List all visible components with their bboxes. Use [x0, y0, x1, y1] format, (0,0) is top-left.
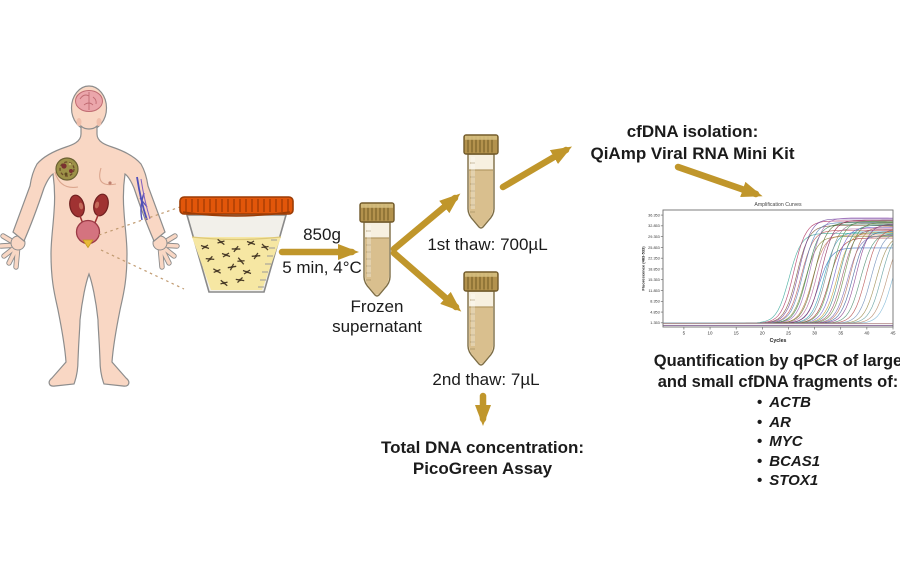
- second-thaw-label: 2nd thaw: 7µL: [432, 370, 540, 389]
- svg-text:4.853: 4.853: [650, 310, 660, 314]
- svg-text:Cycles: Cycles: [770, 338, 787, 344]
- svg-text:35: 35: [838, 331, 844, 336]
- svg-text:Amplification Curves: Amplification Curves: [754, 202, 802, 208]
- cup-graduation-marks: [258, 239, 277, 288]
- svg-text:30: 30: [812, 331, 818, 336]
- dotted-connector-lines: [98, 205, 185, 290]
- cup-lid: [179, 196, 294, 217]
- svg-text:15.353: 15.353: [648, 278, 660, 282]
- centrifuge-time-label: 5 min, 4°C: [282, 258, 362, 277]
- svg-text:1.353: 1.353: [650, 321, 660, 325]
- svg-text:5: 5: [683, 331, 686, 336]
- urine-cup: [179, 196, 294, 293]
- qpcr-chart: Amplification Curves 36.353 32.853 29.353 25…: [639, 197, 897, 347]
- svg-text:22.353: 22.353: [648, 257, 660, 261]
- svg-text:36.353: 36.353: [648, 213, 660, 217]
- svg-text:29.353: 29.353: [648, 235, 660, 239]
- gene-item-myc: •MYC: [757, 433, 803, 450]
- arrow-to-isolation: [499, 146, 573, 191]
- arrow-fork-up: [390, 193, 461, 253]
- first-thaw-label: 1st thaw: 700µL: [427, 235, 548, 254]
- cheek-left: [76, 118, 82, 126]
- svg-text:15: 15: [734, 331, 740, 336]
- svg-text:11.853: 11.853: [648, 289, 659, 293]
- brain-organ: [75, 90, 103, 112]
- arrow-to-chart: [674, 163, 763, 198]
- body-outline: [12, 124, 166, 387]
- kidneys: [69, 193, 109, 234]
- hands: [0, 233, 180, 270]
- arm-veins: [136, 176, 151, 221]
- gene-item-stox1: •STOX1: [757, 472, 819, 489]
- nipple: [108, 181, 112, 185]
- flow-arrows: [278, 146, 763, 426]
- gene-item-actb: •ACTB: [757, 394, 811, 411]
- breast-tumor: [55, 157, 79, 181]
- tube-first-thaw: [463, 134, 499, 229]
- human-body-figure: [0, 85, 180, 387]
- gene-list: •ACTB •AR •MYC •BCAS1 •STOX1: [757, 393, 820, 491]
- cheek-right: [96, 118, 102, 126]
- tube-second-thaw: [463, 271, 499, 366]
- svg-text:20: 20: [760, 331, 766, 336]
- bladder: [75, 219, 101, 249]
- svg-text:8.353: 8.353: [650, 300, 660, 304]
- svg-text:45: 45: [890, 331, 896, 336]
- svg-text:25: 25: [786, 331, 792, 336]
- cfdna-isolation-label: cfDNA isolation: QiAmp Viral RNA Mini Ki…: [590, 122, 795, 163]
- frozen-supernatant-label: Frozen supernatant: [332, 297, 422, 336]
- total-dna-label: Total DNA concentration: PicoGreen Assay: [380, 438, 585, 478]
- gene-item-ar: •AR: [757, 413, 791, 431]
- quantification-label: Quantification by qPCR of large and smal…: [653, 352, 900, 391]
- svg-text:40: 40: [864, 331, 870, 336]
- svg-text:25.853: 25.853: [648, 246, 660, 250]
- breast-contours: [54, 167, 117, 188]
- svg-text:10: 10: [708, 331, 714, 336]
- qpcr-chart-svg: Amplification Curves 36.353 32.853 29.353 25…: [641, 202, 896, 344]
- gene-item-bcas1: •BCAS1: [757, 452, 821, 470]
- svg-text:32.853: 32.853: [648, 224, 660, 228]
- svg-text:Fluorescence (483-533): Fluorescence (483-533): [641, 246, 646, 291]
- centrifuge-speed-label: 850g: [303, 225, 341, 244]
- svg-text:18.853: 18.853: [648, 267, 660, 271]
- tube-frozen-supernatant: [359, 202, 395, 297]
- arrow-fork-down: [390, 249, 462, 312]
